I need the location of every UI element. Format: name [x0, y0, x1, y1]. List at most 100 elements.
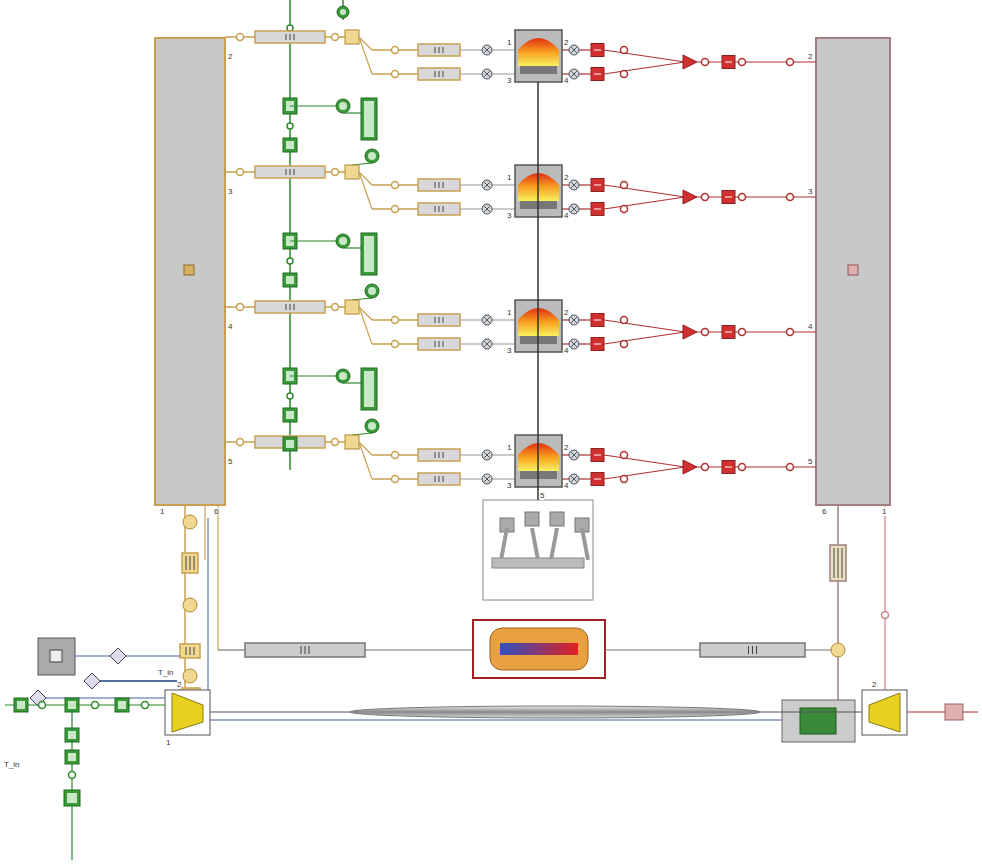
fuel-part	[368, 152, 376, 160]
connection-dot	[392, 182, 399, 189]
valve-symbol	[569, 315, 579, 325]
pipe-mark	[443, 206, 444, 212]
exhaust-pipe	[594, 74, 601, 75]
pipe-line	[100, 680, 180, 682]
connection-dot	[392, 476, 399, 483]
fuel-part	[283, 273, 297, 287]
throttle	[183, 515, 197, 529]
connection-dot	[237, 304, 244, 311]
port-number: 4	[564, 481, 568, 490]
pipe-line	[359, 37, 372, 74]
connection-dot	[787, 329, 794, 336]
crank-rod	[582, 528, 588, 560]
port-number: 2	[564, 308, 568, 317]
connection-dot	[621, 317, 628, 324]
port-number: 4	[808, 322, 812, 331]
pipe-line	[126, 656, 180, 657]
pipe-mark	[435, 206, 436, 212]
connection-dot	[287, 25, 293, 31]
pipe-mark	[439, 317, 440, 323]
pipe-line	[204, 505, 205, 560]
fuel-part	[364, 101, 374, 137]
connection-dot	[787, 59, 794, 66]
port-number: 2	[872, 680, 876, 689]
pipe-block	[418, 338, 460, 350]
fuel-part	[361, 368, 377, 410]
injector-split	[345, 30, 359, 44]
pipe-mark	[439, 71, 440, 77]
valve-symbol	[484, 206, 490, 212]
fuel-part	[365, 149, 379, 163]
sensor-diamond	[84, 673, 100, 689]
pipe-line	[697, 196, 816, 197]
valve-symbol	[569, 45, 579, 55]
pipe-mark	[439, 452, 440, 458]
valve-symbol	[482, 69, 492, 79]
pipe-mark	[838, 548, 839, 578]
valve-symbol	[482, 180, 492, 190]
pipe-mark	[443, 71, 444, 77]
fuel-part	[365, 284, 379, 298]
exhaust-pipe	[594, 209, 601, 210]
signal-name: T_in	[158, 668, 174, 677]
pipe-line	[359, 172, 372, 209]
valve-symbol	[571, 476, 577, 482]
pipe-mark	[286, 304, 287, 310]
plenum-icon	[184, 265, 194, 275]
connection-dot	[787, 194, 794, 201]
pipe-line	[217, 505, 218, 650]
connection-dot	[332, 169, 339, 176]
valve-symbol	[482, 45, 492, 55]
fuel-part	[286, 411, 294, 419]
port-number: 3	[507, 346, 511, 355]
fuel-part	[286, 141, 294, 149]
crank-rod	[551, 528, 557, 560]
exhaust-outlet	[945, 704, 963, 720]
fuel-part	[118, 701, 126, 709]
connection-dot	[621, 47, 628, 54]
controller-box	[38, 638, 75, 675]
pipe-mark	[439, 47, 440, 53]
connection-dot	[92, 702, 99, 709]
pipe-line	[359, 442, 372, 479]
connection-dot	[392, 71, 399, 78]
port-number: 1	[507, 38, 511, 47]
throttle	[183, 669, 197, 683]
pipe-block	[255, 166, 325, 178]
valve-symbol	[571, 341, 577, 347]
connection-dot	[142, 702, 149, 709]
pipe-block	[418, 203, 460, 215]
exhaust-pipe	[594, 479, 601, 480]
exhaust-pipe	[594, 50, 601, 51]
pipe-block	[180, 644, 200, 658]
exhaust-pipe	[591, 44, 604, 57]
fuel-part	[340, 9, 346, 15]
port-number: 2	[177, 680, 181, 689]
connection-dot	[739, 464, 746, 471]
exhaust-merge	[683, 55, 697, 69]
exhaust-pipe	[591, 473, 604, 486]
pipe-line	[218, 649, 245, 650]
pipe-mark	[443, 452, 444, 458]
exhaust-pipe	[725, 62, 732, 63]
turbine	[862, 690, 907, 735]
connection-dot	[621, 341, 628, 348]
port-number: 2	[564, 443, 568, 452]
valve-symbol	[569, 450, 579, 460]
pipe-mark	[443, 476, 444, 482]
valve-symbol	[484, 182, 490, 188]
pipe-mark	[439, 476, 440, 482]
valve-symbol	[484, 341, 490, 347]
pipe-mark	[186, 556, 187, 570]
exhaust-pipe	[594, 320, 601, 321]
pipe-line	[697, 331, 816, 332]
port-number: 4	[228, 322, 232, 331]
controller-box	[50, 650, 62, 662]
valve-symbol	[482, 339, 492, 349]
exhaust-pipe	[722, 461, 735, 474]
connection-dot	[237, 439, 244, 446]
pipe-mark	[190, 556, 191, 570]
valve-symbol	[484, 476, 490, 482]
pipe-block	[418, 179, 460, 191]
